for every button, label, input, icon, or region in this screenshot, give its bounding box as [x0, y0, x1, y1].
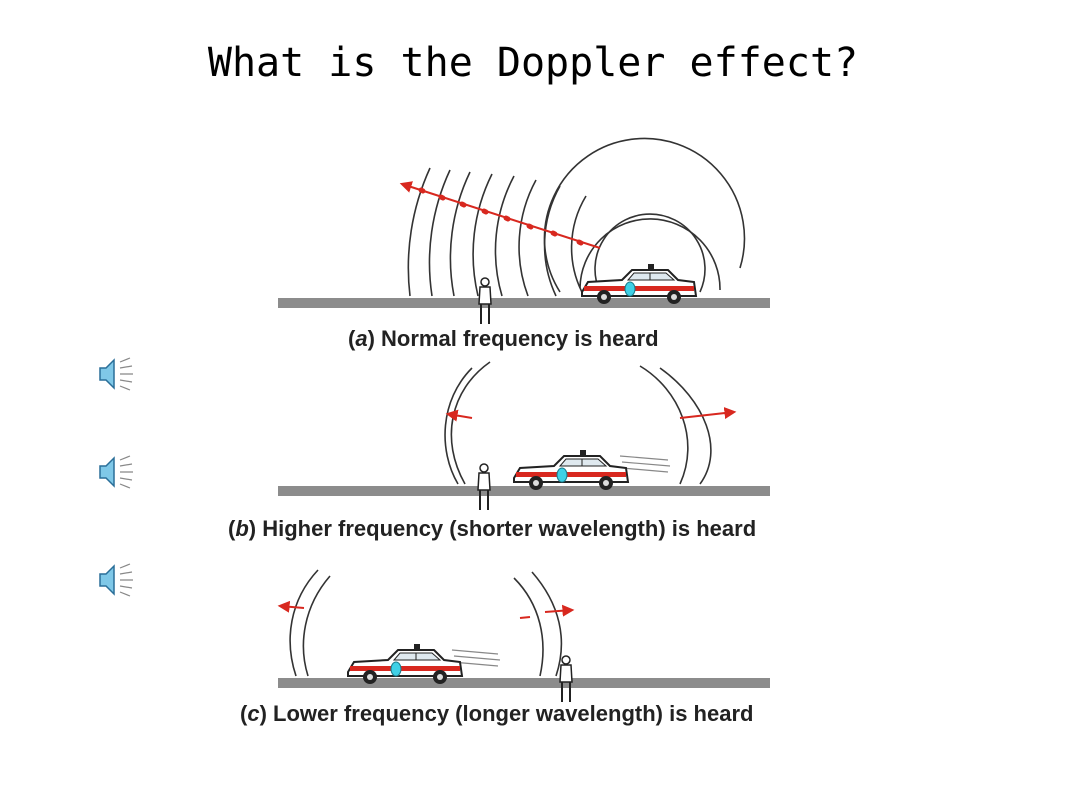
wave-direction-arrow	[277, 600, 305, 613]
page-title: What is the Doppler effect?	[207, 40, 859, 86]
speaker-icon[interactable]	[96, 452, 136, 492]
wave-direction-arrow	[519, 616, 531, 619]
listener	[477, 463, 491, 511]
wave-direction-arrow	[445, 409, 473, 422]
sound-waves	[289, 569, 563, 677]
wave-direction-arrow	[679, 407, 737, 420]
listener	[478, 277, 492, 325]
speaker-icon[interactable]	[96, 560, 136, 600]
listener	[559, 655, 573, 703]
panel-c-diagram	[277, 569, 770, 703]
panel-c-caption: (c) Lower frequency (longer wavelength) …	[240, 701, 754, 726]
panel-a-caption: (a) Normal frequency is heard	[348, 326, 659, 351]
panel-b-diagram	[278, 361, 770, 511]
road	[278, 298, 770, 308]
wave-direction-arrow	[399, 181, 601, 249]
sound-waves	[407, 137, 746, 297]
road	[278, 486, 770, 496]
speaker-icon[interactable]	[96, 354, 136, 394]
panel-a-diagram	[278, 137, 770, 325]
panel-b-caption: (b) Higher frequency (shorter wavelength…	[228, 516, 757, 541]
police-car	[513, 449, 629, 491]
wave-direction-arrow	[544, 604, 575, 617]
road	[278, 678, 770, 688]
